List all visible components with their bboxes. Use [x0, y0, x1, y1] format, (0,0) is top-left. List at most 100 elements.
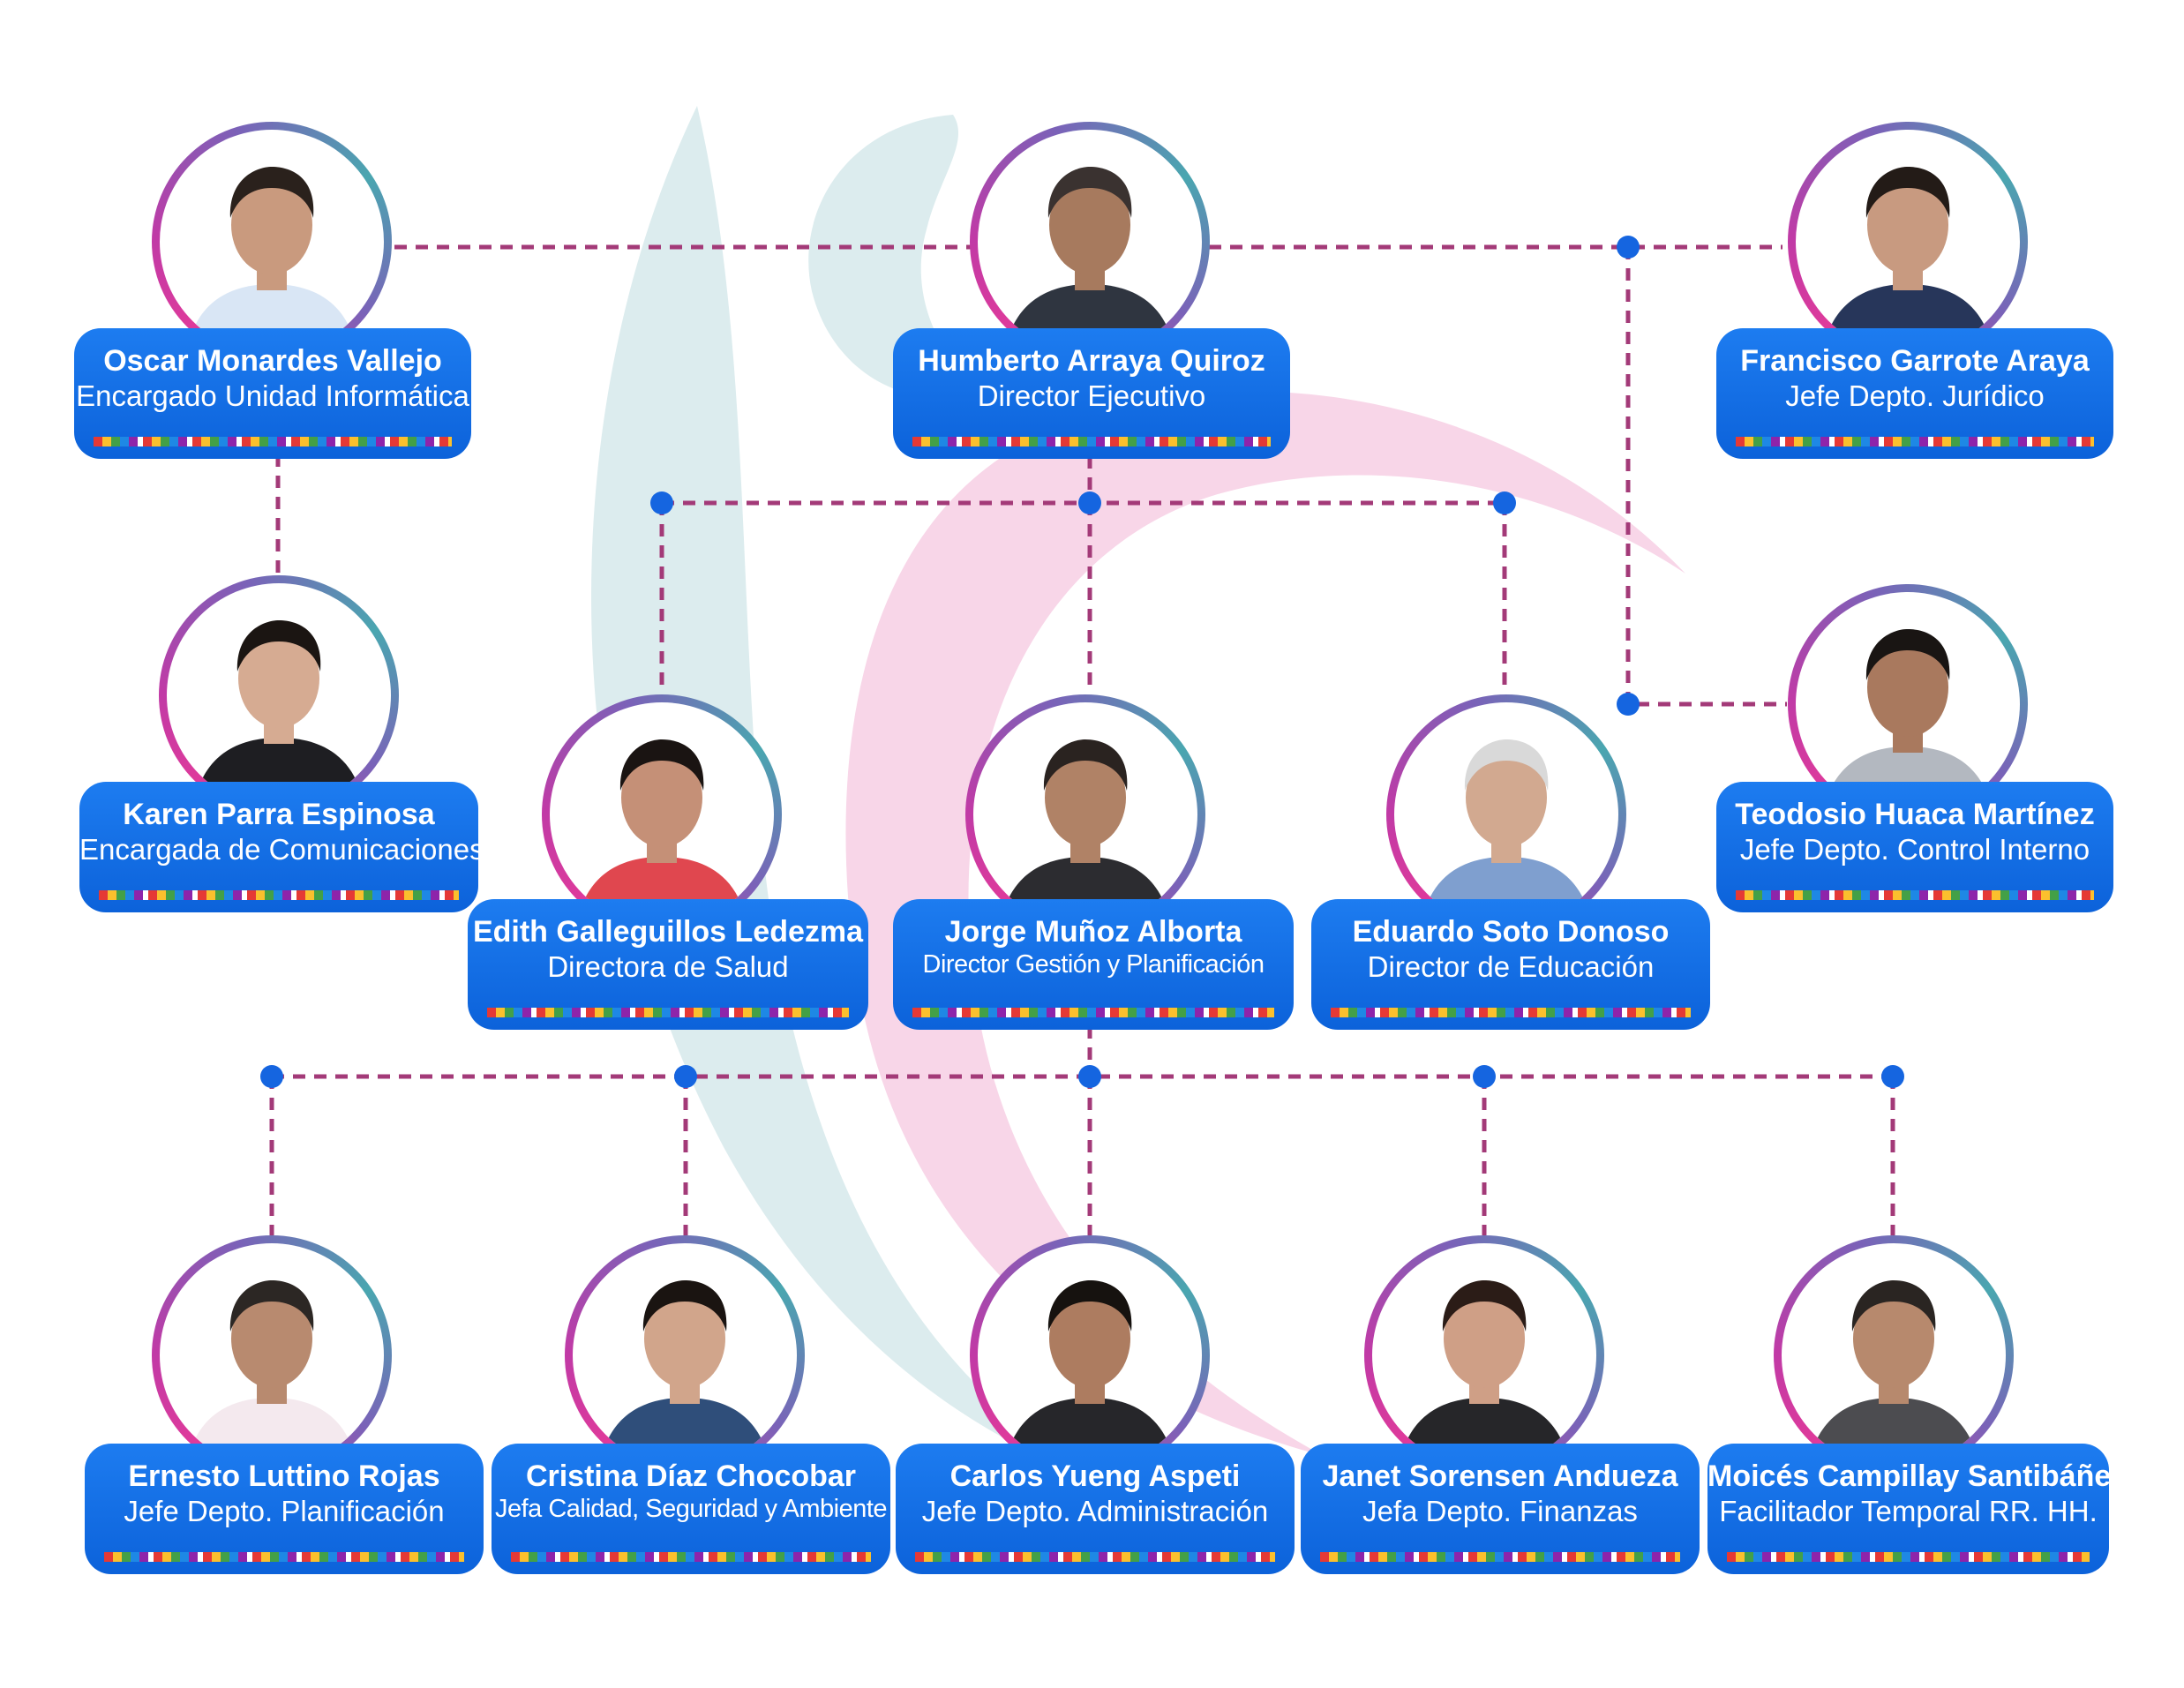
photo-frame — [565, 1235, 805, 1475]
avatar-hair — [619, 739, 704, 791]
connector-directors-branch — [659, 456, 1507, 693]
avatar-face — [231, 176, 312, 274]
person-photo-icon — [576, 739, 747, 927]
photo-frame — [970, 1235, 1210, 1475]
person-role: Jefe Depto. Jurídico — [1785, 379, 2045, 412]
junction-dot — [1493, 491, 1516, 514]
avatar-hair — [1865, 167, 1950, 218]
junction-dot — [1617, 236, 1640, 259]
person-role: Jefa Calidad, Seguridad y Ambiente — [494, 1495, 888, 1523]
person-name: Edith Galleguillos Ledezma — [472, 915, 864, 949]
photo-background — [573, 1243, 797, 1467]
junction-dot — [1078, 1065, 1101, 1088]
avatar-hair — [1047, 167, 1132, 218]
connector-legal-branch — [1625, 247, 1787, 707]
avatar-hair — [1851, 1280, 1936, 1332]
decorative-stripe — [1727, 1552, 2090, 1562]
person-name: Ernesto Luttino Rojas — [128, 1459, 440, 1493]
photo-background — [1796, 130, 2020, 354]
junction-dot — [260, 1065, 283, 1088]
avatar-face — [1049, 1289, 1130, 1388]
avatar-face — [231, 1289, 312, 1388]
person-name: Eduardo Soto Donoso — [1352, 915, 1670, 949]
person-photo-icon — [1808, 1280, 1979, 1467]
photo-background — [1394, 702, 1618, 927]
decorative-stripe — [1736, 437, 2094, 446]
person-name: Moicés Campillay Santibáñez — [1707, 1459, 2109, 1493]
photo-background — [167, 583, 391, 807]
decorative-stripe — [94, 437, 452, 446]
decorative-stripe — [511, 1552, 871, 1562]
avatar-face — [238, 629, 319, 728]
decorative-stripe — [104, 1552, 464, 1562]
avatar-hair — [1442, 1280, 1527, 1332]
photo-frame — [1364, 1235, 1604, 1475]
person-name: Cristina Díaz Chocobar — [525, 1459, 857, 1493]
junction-dot — [1617, 693, 1640, 716]
person-role: Encargado Unidad Informática — [76, 379, 469, 412]
avatar-hair — [229, 167, 314, 218]
photo-background — [160, 130, 384, 354]
person-role: Encargada de Comunicaciones — [79, 833, 478, 866]
person-photo-icon — [1004, 167, 1175, 354]
person-photo-icon — [186, 1280, 357, 1467]
decorative-stripe — [912, 437, 1271, 446]
avatar-hair — [642, 1280, 727, 1332]
watermark-teal-swoosh — [591, 106, 1103, 1482]
person-photo-icon — [1822, 167, 1993, 354]
photo-frame — [1774, 1235, 2014, 1475]
photo-frame — [970, 122, 1210, 362]
decorative-stripe — [915, 1552, 1275, 1562]
decorative-stripe — [1320, 1552, 1680, 1562]
avatar-hair — [1865, 629, 1950, 680]
avatar-hair — [1043, 739, 1128, 791]
person-role: Director de Educación — [1367, 950, 1655, 983]
person-name: Janet Sorensen Andueza — [1322, 1459, 1678, 1493]
photo-frame — [1788, 122, 2028, 362]
photo-background — [550, 702, 774, 927]
photo-frame — [152, 122, 392, 362]
photo-background — [160, 1243, 384, 1467]
avatar-face — [644, 1289, 725, 1388]
junction-dot — [1881, 1065, 1904, 1088]
person-role: Director Ejecutivo — [977, 379, 1206, 412]
decorative-stripe — [1736, 890, 2094, 900]
watermark-teal-drop — [808, 115, 979, 397]
person-role: Jefe Depto. Control Interno — [1739, 833, 2090, 866]
person-name: Oscar Monardes Vallejo — [103, 344, 442, 378]
person-photo-icon — [186, 167, 357, 354]
avatar-hair — [1464, 739, 1549, 791]
photo-background — [978, 130, 1202, 354]
avatar-hair — [1047, 1280, 1132, 1332]
person-name: Francisco Garrote Araya — [1740, 344, 2090, 378]
person-photo-icon — [1399, 1280, 1570, 1467]
person-name: Teodosio Huaca Martínez — [1735, 798, 2095, 831]
avatar-face — [1045, 748, 1126, 847]
avatar-face — [1853, 1289, 1934, 1388]
person-photo-icon — [1000, 739, 1171, 927]
decorative-stripe — [912, 1008, 1274, 1017]
person-role: Directora de Salud — [547, 950, 789, 983]
person-photo-icon — [1004, 1280, 1175, 1467]
person-role: Jefe Depto. Administración — [921, 1495, 1269, 1527]
person-role: Director Gestión y Planificación — [922, 950, 1265, 979]
avatar-face — [1049, 176, 1130, 274]
person-photo-icon — [193, 620, 364, 807]
person-role: Jefa Depto. Finanzas — [1362, 1495, 1638, 1527]
decorative-stripe — [487, 1008, 849, 1017]
photo-background — [1372, 1243, 1596, 1467]
avatar-hair — [236, 620, 321, 671]
